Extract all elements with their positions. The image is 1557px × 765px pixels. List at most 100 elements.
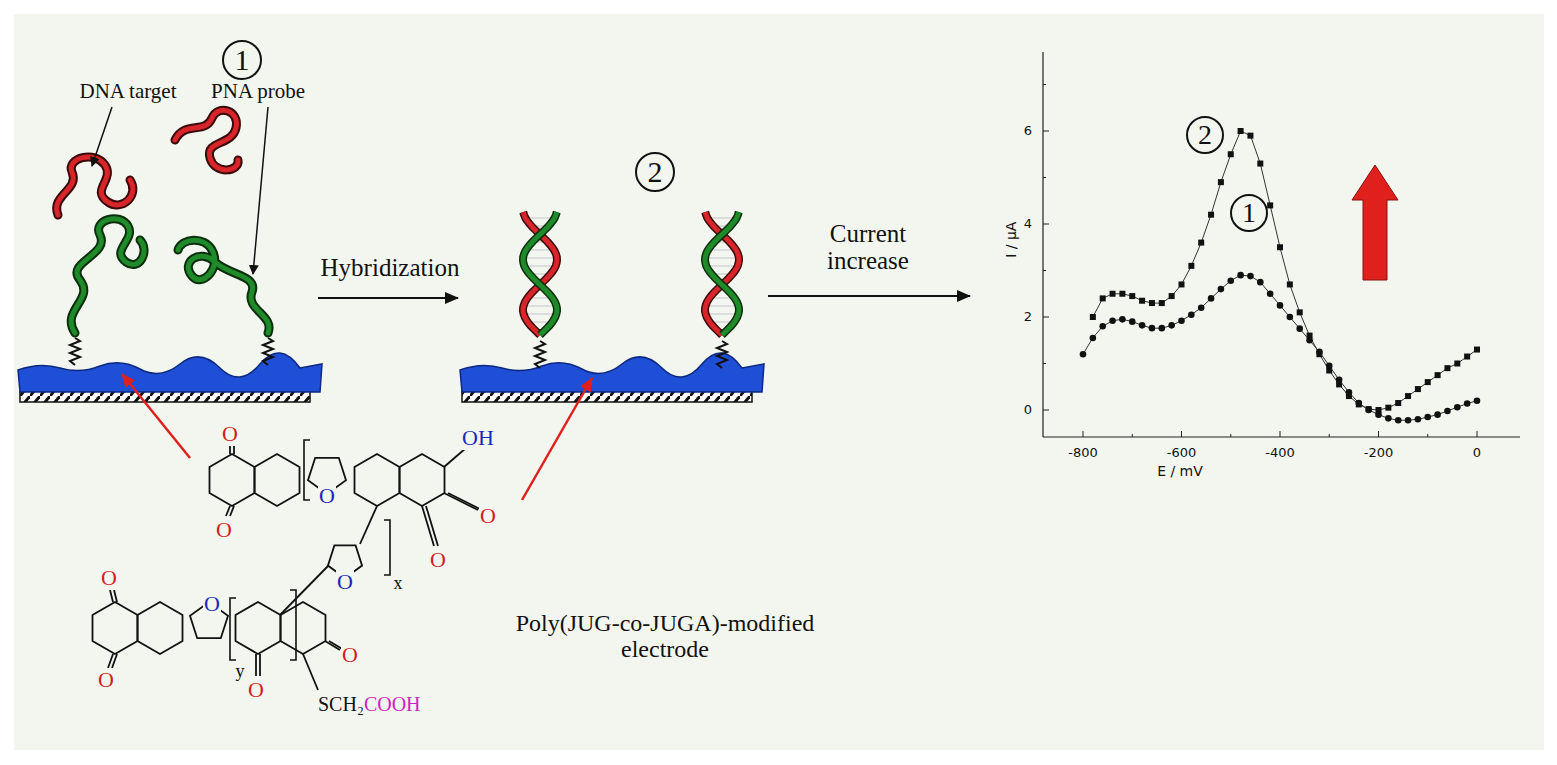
data-marker — [1090, 314, 1096, 320]
data-marker — [1169, 293, 1175, 299]
ring-bond — [210, 454, 255, 506]
data-marker — [1159, 300, 1165, 306]
data-marker — [1435, 372, 1441, 378]
atom-label: O — [215, 518, 233, 542]
ring-bond — [93, 602, 138, 654]
dna-strand — [705, 212, 739, 335]
tick — [1043, 177, 1046, 178]
data-marker — [1188, 311, 1195, 318]
tick — [1477, 431, 1478, 437]
bond — [280, 566, 328, 615]
tick — [1378, 431, 1379, 437]
callout-circle: 1 — [222, 40, 262, 80]
data-marker — [1356, 400, 1363, 407]
part-label: PNA probe — [211, 80, 305, 103]
data-marker — [1218, 179, 1224, 185]
data-marker — [1277, 302, 1284, 309]
bond — [303, 654, 318, 690]
atom-label: O — [479, 504, 497, 528]
data-marker — [1434, 411, 1441, 418]
data-marker — [1454, 361, 1460, 367]
base-pair — [707, 257, 737, 259]
tick — [1043, 363, 1046, 364]
tick — [1043, 410, 1049, 411]
axis-tick: 0 — [1024, 403, 1032, 417]
base-pair — [525, 313, 554, 315]
axis-tick: 6 — [1024, 124, 1032, 138]
bond — [112, 654, 117, 668]
data-marker — [1257, 161, 1263, 167]
bond — [233, 446, 235, 454]
data-marker — [1415, 416, 1422, 423]
base-pair — [527, 217, 553, 219]
callout-number: 1 — [1242, 199, 1256, 227]
data-marker — [1464, 400, 1471, 407]
data-marker — [1385, 415, 1392, 422]
data-marker — [1405, 417, 1412, 424]
data-marker — [1296, 325, 1303, 332]
data-marker — [1179, 281, 1185, 287]
dna-strand — [523, 212, 557, 335]
bond — [444, 493, 478, 510]
atom-label: O — [203, 592, 221, 616]
pna-strand — [523, 212, 557, 335]
tick — [1043, 131, 1049, 132]
callout-number: 2 — [1198, 121, 1212, 149]
base-pair — [707, 313, 736, 315]
callout-circle: 2 — [1186, 116, 1224, 154]
tick — [1083, 431, 1084, 437]
base-pair — [525, 257, 555, 259]
data-marker — [1287, 281, 1293, 287]
axis-title: E / mV — [1157, 464, 1203, 479]
caption-label: Poly(JUG-co-JUGA)-modified electrode — [485, 610, 845, 663]
tick — [1043, 317, 1049, 318]
part-label: DNA target — [79, 80, 176, 103]
tick — [1132, 434, 1133, 437]
bond — [255, 654, 257, 676]
axis-tick: 0 — [1473, 446, 1481, 460]
bond — [226, 506, 230, 516]
data-marker — [1306, 337, 1313, 344]
data-line — [1093, 131, 1477, 410]
atom-label: OH — [461, 426, 495, 450]
data-line — [1083, 275, 1477, 420]
data-marker — [1454, 404, 1461, 411]
data-marker — [1109, 317, 1116, 324]
data-marker — [1247, 133, 1253, 139]
data-marker — [1424, 414, 1431, 421]
base-pair — [707, 305, 736, 307]
atom-label: O — [100, 566, 118, 590]
ring-bond — [400, 454, 445, 506]
bond — [448, 493, 482, 510]
data-marker — [1129, 293, 1135, 299]
tick — [1427, 434, 1428, 437]
subscript-label: x — [394, 574, 403, 594]
data-marker — [1395, 400, 1401, 406]
tick — [1230, 434, 1231, 437]
data-marker — [1267, 202, 1273, 208]
axis-tick: -600 — [1167, 446, 1197, 460]
tick — [1043, 224, 1049, 225]
atom-label: O — [429, 548, 447, 572]
step-label: Hybridization — [321, 254, 460, 282]
base-pair — [709, 217, 735, 219]
callout-circle: 2 — [635, 152, 675, 192]
data-marker — [1444, 408, 1451, 415]
data-marker — [1149, 300, 1155, 306]
base-pair — [525, 305, 554, 307]
bond — [230, 506, 234, 516]
pna-strand — [705, 212, 739, 335]
step-label: Current increase — [803, 220, 933, 275]
data-marker — [1168, 322, 1175, 329]
data-marker — [1405, 393, 1411, 399]
data-marker — [1375, 411, 1382, 418]
atom-label: O — [97, 668, 115, 692]
data-marker — [1149, 325, 1156, 332]
tick — [1280, 431, 1281, 437]
ring-bond — [236, 602, 281, 654]
data-marker — [1444, 365, 1450, 371]
data-marker — [1238, 128, 1244, 134]
data-marker — [1228, 151, 1234, 157]
